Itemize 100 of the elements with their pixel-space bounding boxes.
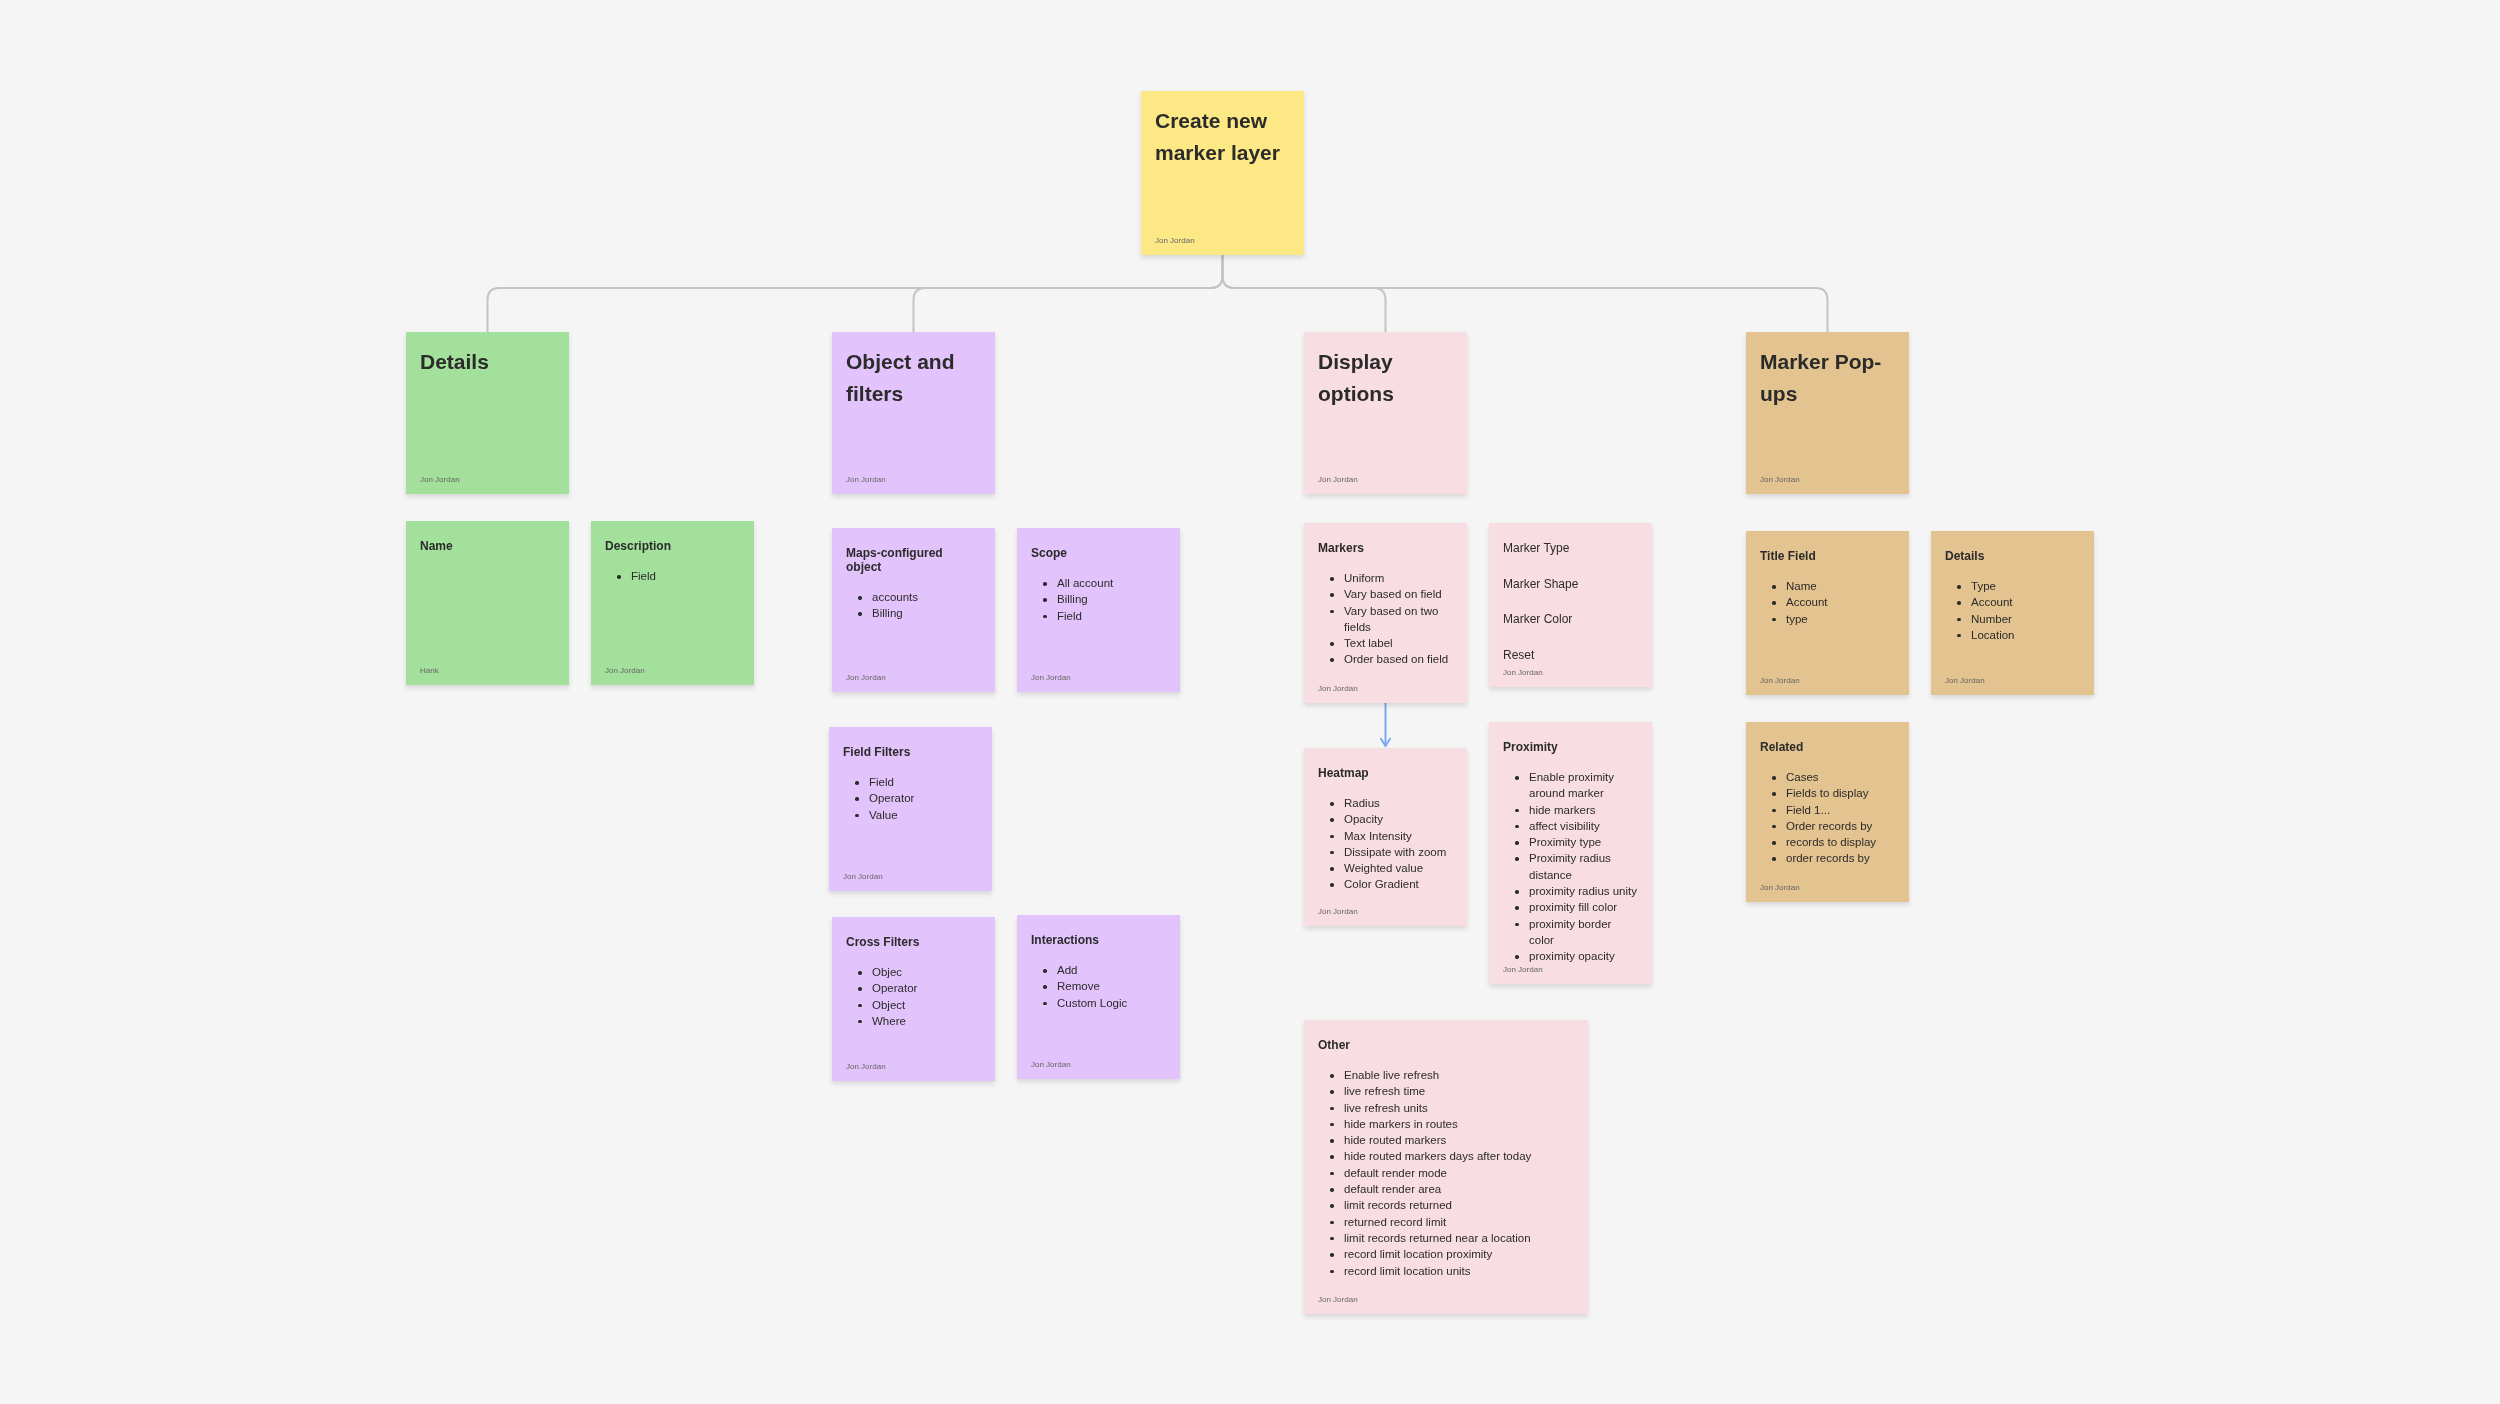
list-item: Account: [1766, 594, 1828, 611]
list-item: affect visibility: [1509, 817, 1600, 835]
author-name: Jon Jordan: [1318, 1295, 1358, 1304]
sticky-note: [1746, 332, 1909, 494]
sticky-note: [1304, 523, 1467, 703]
note-heading: Details: [420, 349, 489, 375]
author-name: Jon Jordan: [1031, 1060, 1071, 1069]
list-item: Dissipate with zoom: [1324, 843, 1447, 861]
note-heading: Name: [420, 539, 453, 553]
sticky-note: [406, 332, 569, 494]
note-heading: Object and filters: [846, 349, 956, 407]
author-name: Jon Jordan: [846, 673, 886, 682]
author-name: Jon Jordan: [1760, 883, 1800, 892]
list-item: type: [1766, 610, 1808, 627]
sticky-note: [1931, 531, 2094, 695]
list-item: Where: [852, 1012, 906, 1030]
list-item: hide routed markers days after today: [1324, 1148, 1532, 1165]
list-item: Objec: [852, 964, 903, 981]
list-item: Uniform: [1324, 570, 1385, 587]
list-item: Location: [1951, 626, 2015, 644]
note-heading: Create new marker layer: [1155, 108, 1281, 166]
note-heading: Interactions: [1031, 933, 1099, 947]
list-item: proximity radius unity: [1509, 883, 1637, 900]
list-item: hide routed markers: [1324, 1132, 1447, 1149]
list-item: Vary based on field: [1324, 586, 1442, 603]
list-item: Color Gradient: [1324, 876, 1419, 893]
list-item: Cases: [1766, 769, 1819, 786]
list-item: Account: [1951, 594, 2013, 611]
sticky-note: [1489, 722, 1652, 984]
note-heading: Related: [1760, 740, 1804, 754]
list-item: Type: [1951, 578, 1996, 595]
list-item: Billing: [852, 605, 903, 622]
list-item: Weighted value: [1324, 860, 1424, 877]
note-line: Marker Color: [1503, 612, 1573, 626]
author-name: Jon Jordan: [1503, 965, 1543, 974]
note-heading: Title Field: [1760, 549, 1816, 563]
sticky-note: [1304, 1020, 1588, 1314]
author-name: Jon Jordan: [1760, 676, 1800, 685]
list-item: proximity opacity: [1509, 948, 1615, 965]
author-name: Jon Jordan: [1503, 668, 1543, 677]
list-item: Name: [1766, 578, 1817, 595]
list-item: record limit location units: [1324, 1262, 1471, 1279]
note-heading: Marker Pop-ups: [1760, 349, 1883, 407]
list-item: Field: [1037, 607, 1082, 624]
author-name: Hank: [420, 666, 439, 675]
list-item: Custom Logic: [1037, 994, 1128, 1011]
author-name: Jon Jordan: [1031, 673, 1071, 682]
list-item: default render area: [1324, 1181, 1442, 1198]
author-name: Jon Jordan: [605, 666, 645, 675]
note-heading: Proximity: [1503, 740, 1558, 754]
list-item: Number: [1951, 610, 2012, 627]
author-name: Jon Jordan: [1945, 676, 1985, 685]
sticky-note: [1746, 722, 1909, 902]
author-name: Jon Jordan: [1760, 475, 1800, 484]
sticky-note: [1304, 332, 1467, 494]
list-item: Radius: [1324, 795, 1380, 812]
list-item: Field: [611, 568, 656, 585]
note-heading: Details: [1945, 549, 1985, 563]
author-name: Jon Jordan: [1318, 684, 1358, 693]
note-heading: Scope: [1031, 546, 1067, 560]
list-item: Enable live refresh: [1324, 1067, 1440, 1084]
note-line: Reset: [1503, 647, 1535, 662]
note-line: Marker Type: [1503, 541, 1570, 555]
sticky-note: [1746, 531, 1909, 695]
list-item: accounts: [852, 589, 919, 606]
list-item: records to display: [1766, 834, 1877, 851]
list-item: All account: [1037, 575, 1114, 592]
list-item: Text label: [1324, 635, 1393, 652]
sticky-note: [1017, 528, 1180, 692]
note-heading: Other: [1318, 1038, 1350, 1052]
note-heading: Cross Filters: [846, 935, 920, 949]
list-item: live refresh units: [1324, 1099, 1428, 1116]
sticky-note: [406, 521, 569, 685]
list-item: Opacity: [1324, 811, 1383, 828]
list-item: Order records by: [1766, 817, 1873, 835]
sticky-note: [1017, 915, 1180, 1079]
list-item: Operator: [849, 790, 915, 807]
list-item: proximity fill color: [1509, 899, 1618, 916]
sticky-note: [591, 521, 754, 685]
note-line: Marker Shape: [1503, 576, 1579, 591]
note-heading: Markers: [1318, 541, 1365, 555]
list-item: live refresh time: [1324, 1083, 1426, 1100]
note-heading: Description: [605, 539, 671, 553]
list-item: Field 1...: [1766, 801, 1831, 818]
note-heading: Display options: [1318, 349, 1395, 407]
sticky-note: [1304, 748, 1467, 926]
sticky-note: [832, 332, 995, 494]
note-heading: Maps-configured object: [846, 546, 944, 574]
sticky-note: [832, 917, 995, 1081]
list-item: default render mode: [1324, 1164, 1447, 1182]
list-item: returned record limit: [1324, 1213, 1447, 1230]
list-item: order records by: [1766, 850, 1870, 867]
author-name: Jon Jordan: [843, 872, 883, 881]
list-item: Value: [849, 806, 898, 823]
author-name: Jon Jordan: [846, 1062, 886, 1071]
list-item: Add: [1037, 962, 1078, 979]
list-item: Fields to display: [1766, 785, 1869, 802]
list-item: Max Intensity: [1324, 827, 1412, 844]
list-item: Remove: [1037, 978, 1100, 995]
list-item: Object: [852, 996, 906, 1013]
